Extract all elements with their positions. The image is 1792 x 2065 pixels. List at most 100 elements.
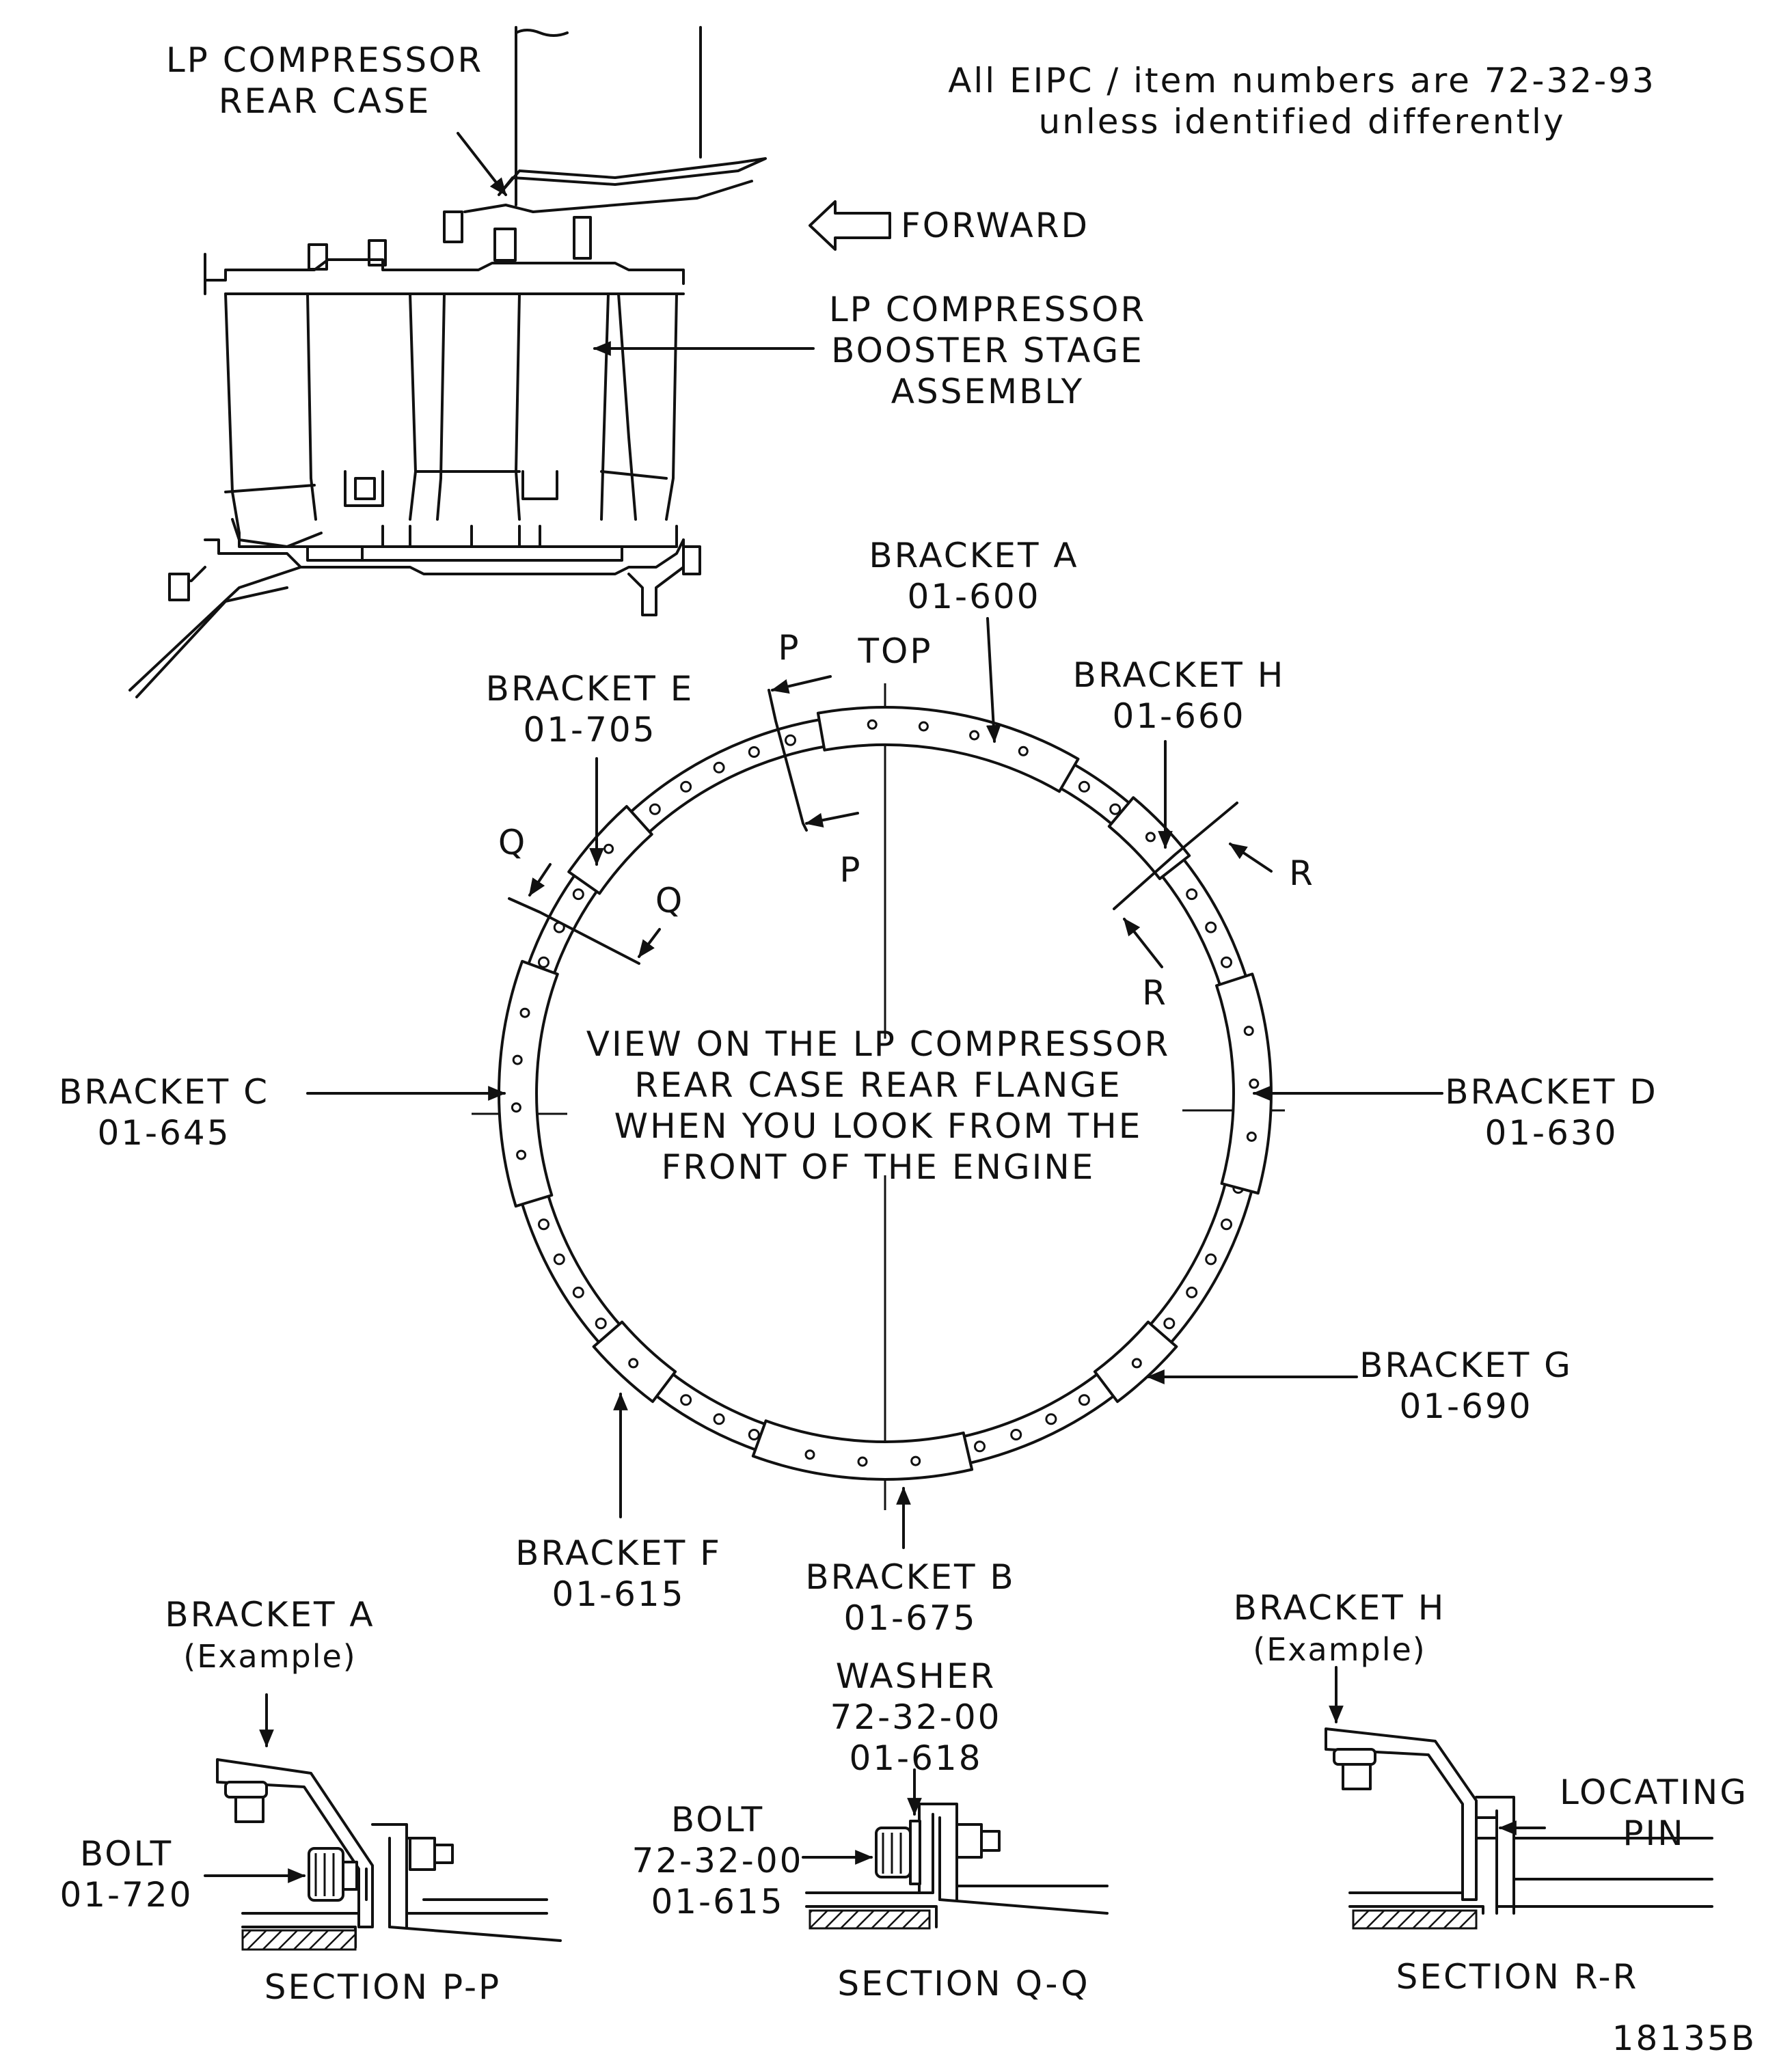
section-r-r: BRACKET H (Example) LOCATING PIN SECTION… [1234, 1588, 1748, 1997]
flange-bolt-hole [748, 1429, 760, 1440]
flange-bolt-hole [553, 1253, 565, 1266]
section-q-q: WASHER 72-32-00 01-618 BOLT 72-32-00 01-… [632, 1656, 1109, 2004]
bracket-f-hole [628, 1358, 639, 1369]
bracket-d-part: 01-630 [1484, 1113, 1618, 1153]
bracket-h-part: 01-660 [1112, 696, 1245, 736]
bracket-g-part: 01-690 [1399, 1386, 1532, 1426]
flange-bolt-hole [538, 956, 549, 968]
bracket-b-name: BRACKET B [805, 1557, 1015, 1597]
flange-bolt-hole [572, 888, 584, 901]
bracket-c-hole [512, 1054, 523, 1065]
section-letter-q-lower: Q [655, 881, 684, 920]
general-note: All EIPC / item numbers are 72-32-93 unl… [948, 61, 1654, 141]
note-line-2: unless identified differently [1038, 102, 1565, 141]
forward-label: FORWARD [901, 206, 1089, 245]
section-p-p-bracket-line-2: (Example) [183, 1638, 356, 1675]
view-caption: VIEW ON THE LP COMPRESSOR REAR CASE REAR… [586, 1024, 1171, 1187]
bracket-d-shape [1215, 972, 1273, 1195]
bracket-e-name: BRACKET E [486, 669, 694, 709]
section-p-p-bracket-line-1: BRACKET A [165, 1595, 375, 1635]
bracket-c-name: BRACKET C [59, 1072, 269, 1112]
bracket-b-shape [751, 1419, 974, 1481]
section-letter-p-upper: P [778, 628, 800, 668]
section-q-q-washer-line-1: WASHER [836, 1656, 996, 1696]
flange-bolt-hole [1186, 888, 1198, 901]
bracket-a-name: BRACKET A [869, 536, 1078, 575]
bracket-d-hole [1246, 1132, 1257, 1142]
flange-bolt-hole [595, 1317, 607, 1330]
flange-bolt-hole [748, 746, 760, 758]
booster-label-line-2: BOOSTER STAGE [831, 331, 1144, 370]
flange-bolt-hole [785, 734, 796, 746]
locating-pin-line-2: PIN [1623, 1814, 1685, 1853]
bracket-d-hole [1249, 1078, 1260, 1089]
bracket-h-label: BRACKET H 01-660 [1073, 655, 1286, 736]
bracket-c-label: BRACKET C 01-645 [59, 1072, 269, 1153]
bracket-a-shape [816, 706, 1080, 793]
forward-indicator: FORWARD [809, 200, 1089, 251]
section-r-r-title: SECTION R-R [1396, 1957, 1639, 1997]
flange-brackets [498, 706, 1273, 1481]
bracket-c-hole [511, 1102, 521, 1113]
bracket-b-hole [857, 1456, 868, 1467]
flange-bolt-hole [649, 803, 661, 815]
section-letter-r-upper: R [1289, 853, 1315, 893]
bracket-d-hole [1243, 1026, 1254, 1037]
bracket-h-hole [1145, 832, 1156, 843]
section-q-q-washer [909, 1820, 921, 1885]
bracket-a-hole [918, 721, 929, 732]
flange-bolt-hole [713, 1413, 725, 1425]
view-caption-line-2: REAR CASE REAR FLANGE [634, 1065, 1122, 1105]
section-p-p: BRACKET A (Example) BOLT 01-720 SECTION … [59, 1595, 562, 2007]
section-r-r-bracket-line-2: (Example) [1253, 1631, 1426, 1668]
bracket-f-label: BRACKET F 01-615 [515, 1533, 722, 1614]
flange-bolt-hole [1045, 1413, 1057, 1425]
bracket-d-name: BRACKET D [1445, 1072, 1658, 1112]
view-caption-line-1: VIEW ON THE LP COMPRESSOR [586, 1024, 1171, 1064]
bracket-g-hole [1131, 1358, 1142, 1369]
rear-case-label-line-2: REAR CASE [219, 81, 431, 121]
flange-bolt-hole [1205, 921, 1217, 933]
flange-bolt-hole [1186, 1286, 1198, 1298]
section-letter-p-lower: P [839, 850, 862, 890]
forward-arrow-icon [809, 200, 891, 251]
flange-bolt-hole [572, 1286, 584, 1298]
bracket-c-shape [498, 959, 559, 1208]
bracket-h-name: BRACKET H [1073, 655, 1286, 695]
section-q-q-bolt [875, 1827, 912, 1878]
section-q-q-washer-line-3: 01-618 [849, 1738, 982, 1778]
booster-label-line-1: LP COMPRESSOR [829, 290, 1146, 329]
bracket-c-hole [519, 1007, 530, 1018]
rear-case-label-line-1: LP COMPRESSOR [166, 40, 483, 80]
flange-bolt-hole [1221, 1218, 1232, 1231]
bracket-c-hole [516, 1149, 527, 1160]
flange-bolt-hole [1078, 1394, 1090, 1406]
bracket-c-part: 01-645 [97, 1113, 230, 1153]
bracket-g-label: BRACKET G 01-690 [1359, 1345, 1573, 1426]
section-q-q-bolt-line-1: BOLT [671, 1800, 764, 1840]
rear-flange-ring [472, 683, 1285, 1510]
bracket-b-hole [804, 1449, 815, 1460]
flange-bolt-hole [974, 1440, 986, 1453]
section-q-q-bolt-line-3: 01-615 [651, 1882, 784, 1922]
flange-bolt-hole [1163, 1317, 1176, 1330]
section-cut-q: Q Q [498, 823, 684, 965]
bracket-f-part: 01-615 [552, 1574, 685, 1614]
bracket-a-hole [969, 730, 980, 741]
section-q-q-washer-line-2: 72-32-00 [830, 1697, 1002, 1737]
locating-pin-line-1: LOCATING [1560, 1773, 1748, 1812]
section-cut-r: R R [1113, 802, 1315, 1013]
bracket-b-part: 01-675 [843, 1598, 977, 1638]
flange-bolt-hole [1078, 780, 1090, 793]
section-p-p-bolt [308, 1847, 344, 1902]
top-label: TOP [857, 631, 932, 671]
bracket-f-name: BRACKET F [515, 1533, 722, 1573]
booster-label-line-3: ASSEMBLY [891, 372, 1084, 411]
bracket-g-name: BRACKET G [1359, 1345, 1573, 1385]
bracket-b-label: BRACKET B 01-675 [805, 1557, 1015, 1638]
section-p-p-title: SECTION P-P [264, 1967, 501, 2007]
flange-bolt-hole [713, 761, 725, 774]
flange-bolt-hole [680, 780, 692, 793]
bracket-e-part: 01-705 [523, 710, 656, 750]
